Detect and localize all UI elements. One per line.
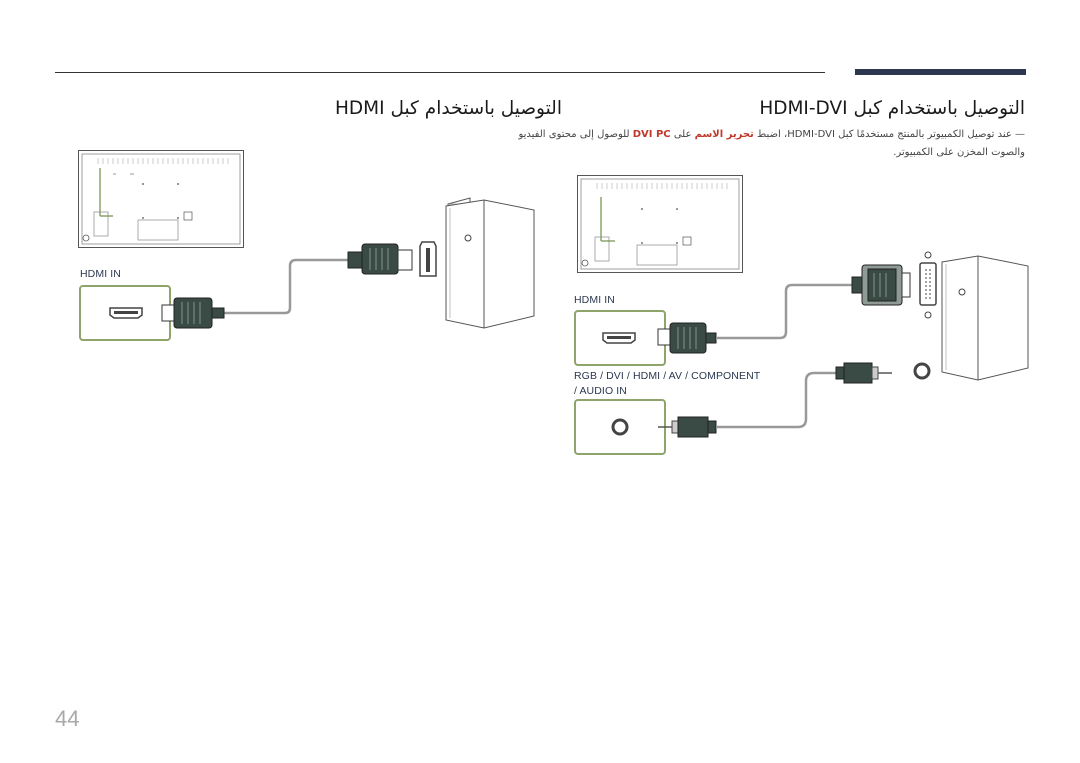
section-title-hdmi: التوصيل باستخدام كبل HDMI	[335, 98, 562, 119]
monitor-back-illustration-right	[577, 175, 743, 273]
note-dash: —	[1015, 129, 1025, 140]
audio-in-label-line2: / AUDIO IN	[574, 385, 627, 397]
note-text-3: للوصول إلى محتوى الفيديو	[518, 129, 633, 140]
hdmi-connection-illustration-left	[79, 197, 471, 341]
header-accent-bar	[855, 69, 1026, 75]
pc-tower-illustration-right	[941, 255, 1029, 381]
note-text-1: عند توصيل الكمبيوتر بالمنتج مستخدمًا كبل…	[753, 129, 1012, 140]
monitor-back-illustration-left	[78, 150, 244, 248]
note-line-1: — عند توصيل الكمبيوتر بالمنتج مستخدمًا ك…	[518, 129, 1025, 140]
pc-tower-illustration-left	[445, 199, 535, 329]
hdmi-dvi-connection-illustration-right	[574, 251, 937, 455]
section-title-hdmi-dvi: التوصيل باستخدام كبل HDMI-DVI	[759, 98, 1025, 119]
audio-in-label-line1: RGB / DVI / HDMI / AV / COMPONENT	[574, 370, 761, 382]
hdmi-in-label-right: HDMI IN	[574, 294, 615, 306]
note-highlight-dvi-pc: DVI PC	[632, 129, 671, 140]
page-number: 44	[55, 706, 80, 731]
note-line-2: والصوت المخزن على الكمبيوتر.	[893, 147, 1025, 158]
header-rule	[55, 72, 825, 73]
note-highlight-rename: تحرير الاسم	[694, 129, 754, 140]
hdmi-in-label-left: HDMI IN	[80, 268, 121, 280]
note-text-2: على	[670, 129, 695, 140]
